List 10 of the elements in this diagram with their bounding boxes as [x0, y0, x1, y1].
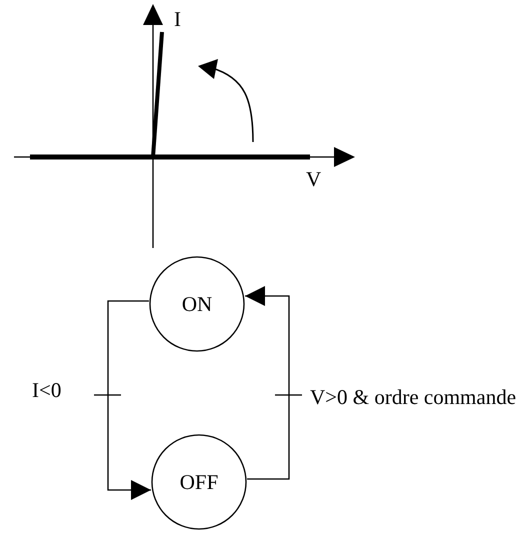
transition-arrow	[245, 286, 290, 480]
state-circle	[151, 434, 247, 530]
transition-condition: I<0	[32, 377, 62, 403]
state-label: OFF	[180, 470, 218, 494]
axis-label: V	[306, 166, 322, 192]
transition-arrow	[107, 300, 151, 500]
axis-label: I	[174, 6, 181, 32]
state-label: ON	[182, 292, 212, 316]
state-circle	[149, 256, 245, 352]
transition-condition: V>0 & ordre commande	[310, 384, 518, 410]
